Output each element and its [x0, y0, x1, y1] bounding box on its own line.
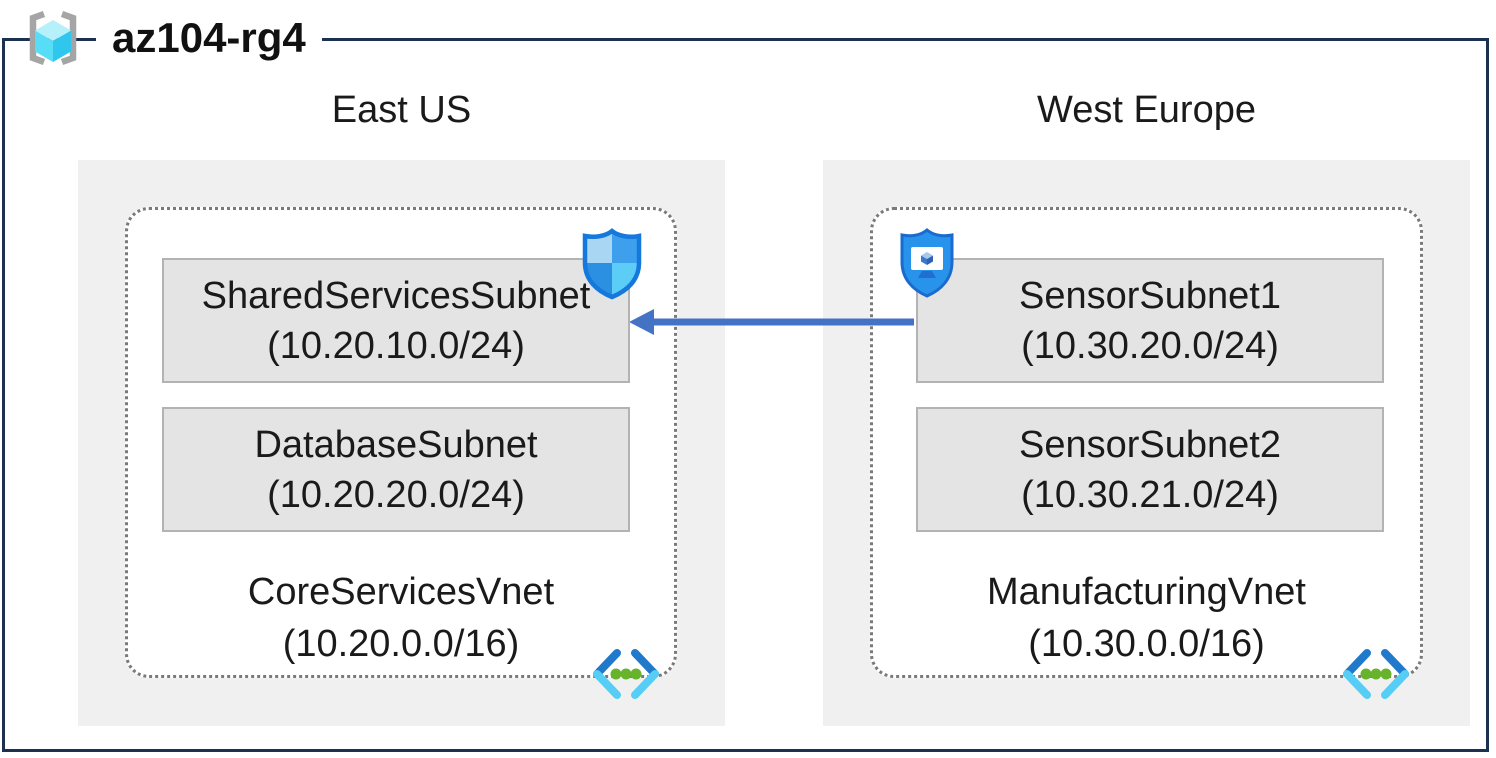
subnet-name: SensorSubnet1 [1019, 274, 1281, 317]
subnet-database: DatabaseSubnet (10.20.20.0/24) [162, 407, 630, 532]
network-security-group-icon [582, 228, 642, 300]
vnet-cidr: (10.30.0.0/16) [1028, 623, 1265, 665]
subnet-sharedservices: SharedServicesSubnet (10.20.10.0/24) [162, 258, 630, 383]
subnet-cidr: (10.20.20.0/24) [267, 473, 525, 516]
resource-group-icon [29, 10, 77, 66]
subnet-sensor1: SensorSubnet1 (10.30.20.0/24) [916, 258, 1384, 383]
region-label-west-europe: West Europe [1037, 89, 1256, 131]
subnet-name: SensorSubnet2 [1019, 423, 1281, 466]
subnet-name: DatabaseSubnet [254, 423, 538, 466]
resource-group-name: az104-rg4 [96, 13, 322, 63]
vnet-name: ManufacturingVnet [987, 571, 1306, 613]
subnet-cidr: (10.30.20.0/24) [1021, 324, 1279, 367]
virtual-network-icon [1343, 649, 1409, 699]
application-security-group-icon [900, 228, 954, 298]
subnet-name: SharedServicesSubnet [201, 274, 591, 317]
vnet-name: CoreServicesVnet [247, 571, 555, 613]
vnet-cidr: (10.20.0.0/16) [282, 623, 520, 665]
subnet-sensor2: SensorSubnet2 (10.30.21.0/24) [916, 407, 1384, 532]
vnet-label-coreservices: CoreServicesVnet (10.20.0.0/16) [125, 566, 677, 670]
traffic-arrow [629, 309, 914, 335]
virtual-network-icon [593, 649, 659, 699]
region-label-east-us: East US [331, 89, 472, 131]
subnet-cidr: (10.20.10.0/24) [267, 324, 525, 367]
resource-group-boundary [2, 38, 1489, 752]
subnet-cidr: (10.30.21.0/24) [1021, 473, 1279, 516]
vnet-label-manufacturing: ManufacturingVnet (10.30.0.0/16) [870, 566, 1423, 670]
